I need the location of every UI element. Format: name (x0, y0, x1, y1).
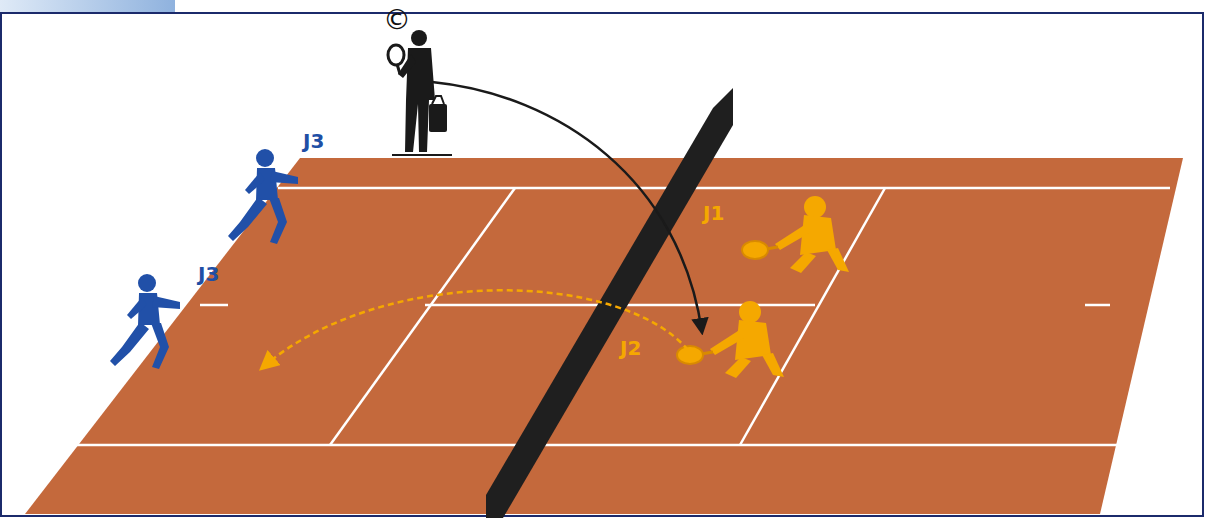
player-figure (677, 196, 849, 378)
player-figure (228, 149, 298, 244)
player-label: J3 (303, 131, 324, 151)
coach-arm (398, 54, 416, 78)
coach-head (411, 30, 427, 46)
sideline (75, 444, 1135, 447)
coach-figure (388, 30, 452, 155)
player-figure (110, 149, 298, 369)
service-line (740, 188, 885, 445)
coach-shadow (392, 154, 452, 156)
shot-trajectory (262, 290, 688, 368)
player-label: J3 (198, 264, 219, 284)
player-label: J2 (620, 338, 641, 358)
center-mark (200, 304, 228, 307)
frame (1, 13, 1203, 516)
racket-head (388, 45, 404, 65)
bag-handle (432, 96, 444, 104)
service-line (330, 188, 515, 445)
player-figure (677, 301, 784, 378)
sideline (278, 187, 1170, 190)
player-figure (742, 196, 849, 273)
center-mark (1085, 304, 1110, 307)
player-figure (110, 274, 180, 369)
coach-mark: © (383, 6, 411, 34)
header-strip (0, 0, 175, 12)
ball-bag (429, 104, 447, 132)
player-label: J1 (703, 203, 724, 223)
